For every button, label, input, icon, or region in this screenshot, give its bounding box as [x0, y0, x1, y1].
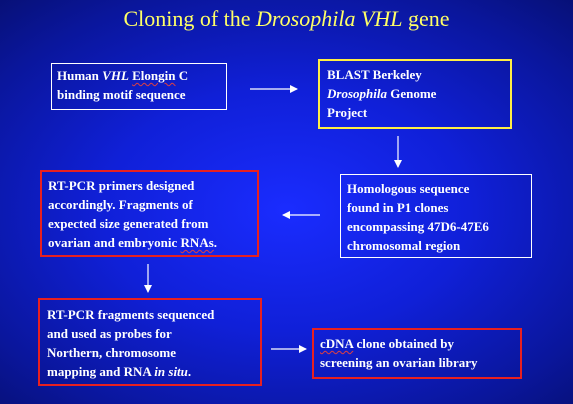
box-blast-line2: Drosophila Genome — [327, 86, 437, 101]
box-rt-pcr-primers-line4: ovarian and embryonic RNAs. — [48, 235, 218, 250]
box-human-vhl-line2: binding motif sequence — [57, 87, 186, 102]
box-blast: BLAST Berkeley Drosophila Genome Project — [318, 59, 512, 129]
box-cdna-clone: cDNA clone obtained by screening an ovar… — [312, 328, 522, 379]
box-rt-pcr-primers-line2: accordingly. Fragments of — [48, 197, 193, 212]
title-italic: Drosophila VHL — [256, 6, 403, 31]
box-rt-pcr-fragments: RT-PCR fragments sequenced and used as p… — [38, 298, 262, 386]
box-human-vhl-line1: Human VHL Elongin C — [57, 68, 189, 83]
box-human-vhl: Human VHL Elongin C binding motif sequen… — [51, 63, 227, 110]
box-cdna-clone-line1: cDNA clone obtained by — [320, 336, 454, 351]
box-cdna-clone-line2: screening an ovarian library — [320, 355, 478, 370]
box-rt-pcr-primers-line1: RT-PCR primers designed — [48, 178, 195, 193]
box-rt-pcr-primers: RT-PCR primers designed accordingly. Fra… — [40, 170, 259, 257]
box-rt-pcr-fragments-line3: Northern, chromosome — [47, 345, 177, 360]
box-homologous-line3: encompassing 47D6-47E6 — [347, 219, 489, 234]
box-rt-pcr-fragments-line2: and used as probes for — [47, 326, 172, 341]
box-blast-line3: Project — [327, 105, 368, 120]
title-prefix: Cloning of the — [123, 6, 257, 31]
slide-title: Cloning of the Drosophila VHL gene — [0, 6, 573, 32]
box-homologous-line2: found in P1 clones — [347, 200, 449, 215]
box-homologous: Homologous sequence found in P1 clones e… — [340, 174, 532, 258]
box-homologous-line4: chromosomal region — [347, 238, 461, 253]
box-rt-pcr-primers-line3: expected size generated from — [48, 216, 209, 231]
title-suffix: gene — [402, 6, 450, 31]
box-rt-pcr-fragments-line1: RT-PCR fragments sequenced — [47, 307, 215, 322]
box-homologous-line1: Homologous sequence — [347, 181, 470, 196]
box-blast-line1: BLAST Berkeley — [327, 67, 422, 82]
box-rt-pcr-fragments-line4: mapping and RNA in situ. — [47, 364, 192, 379]
